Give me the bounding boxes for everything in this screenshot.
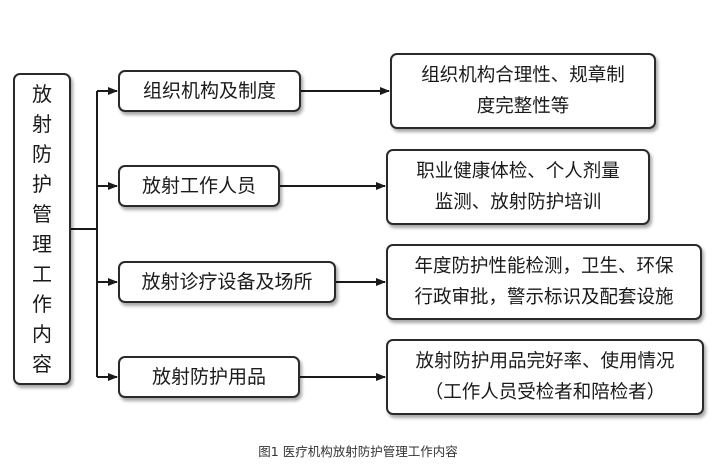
root-box: 放 射 防 护 管 理 工 作 内 容 bbox=[13, 73, 71, 385]
detail-box-4: 放射防护用品完好率、使用情况 （工作人员受检者和陪检者） bbox=[386, 339, 704, 415]
root-char: 放 bbox=[32, 82, 52, 106]
figure-caption: 图1 医疗机构放射防护管理工作内容 bbox=[258, 444, 458, 459]
branch-label: 放射诊疗设备及场所 bbox=[141, 270, 313, 293]
detail-box-3: 年度防护性能检测，卫生、环保 行政审批，警示标识及配套设施 bbox=[386, 244, 702, 320]
detail-line: 监测、放射防护培训 bbox=[434, 192, 602, 213]
detail-box-2: 职业健康体检、个人剂量 监测、放射防护培训 bbox=[386, 149, 650, 225]
detail-line: 放射防护用品完好率、使用情况 bbox=[415, 351, 675, 372]
detail-line: 职业健康体检、个人剂量 bbox=[416, 161, 620, 182]
root-char: 射 bbox=[32, 112, 52, 136]
branch-label: 放射工作人员 bbox=[141, 174, 256, 197]
branch-box-4: 放射防护用品 bbox=[118, 356, 300, 398]
root-char: 容 bbox=[32, 352, 52, 376]
root-char: 防 bbox=[32, 142, 52, 166]
detail-line: 组织机构合理性、规章制 bbox=[421, 65, 625, 86]
root-char: 内 bbox=[32, 322, 52, 346]
branch-box-2: 放射工作人员 bbox=[118, 165, 280, 207]
branch-box-3: 放射诊疗设备及场所 bbox=[118, 261, 336, 303]
branch-box-1: 组织机构及制度 bbox=[118, 70, 301, 112]
branch-label: 放射防护用品 bbox=[151, 365, 266, 388]
detail-line: 年度防护性能检测，卫生、环保 bbox=[414, 256, 674, 277]
detail-line: 行政审批，警示标识及配套设施 bbox=[414, 287, 674, 308]
detail-box-1: 组织机构合理性、规章制 度完整性等 bbox=[390, 53, 656, 129]
root-char: 管 bbox=[32, 202, 52, 226]
root-char: 护 bbox=[32, 172, 52, 196]
detail-line: 度完整性等 bbox=[476, 96, 570, 117]
root-char: 作 bbox=[32, 292, 52, 316]
root-char: 理 bbox=[32, 232, 52, 256]
root-char: 工 bbox=[32, 262, 52, 286]
branch-label: 组织机构及制度 bbox=[142, 79, 276, 102]
detail-line: （工作人员受检者和陪检者） bbox=[424, 382, 666, 403]
